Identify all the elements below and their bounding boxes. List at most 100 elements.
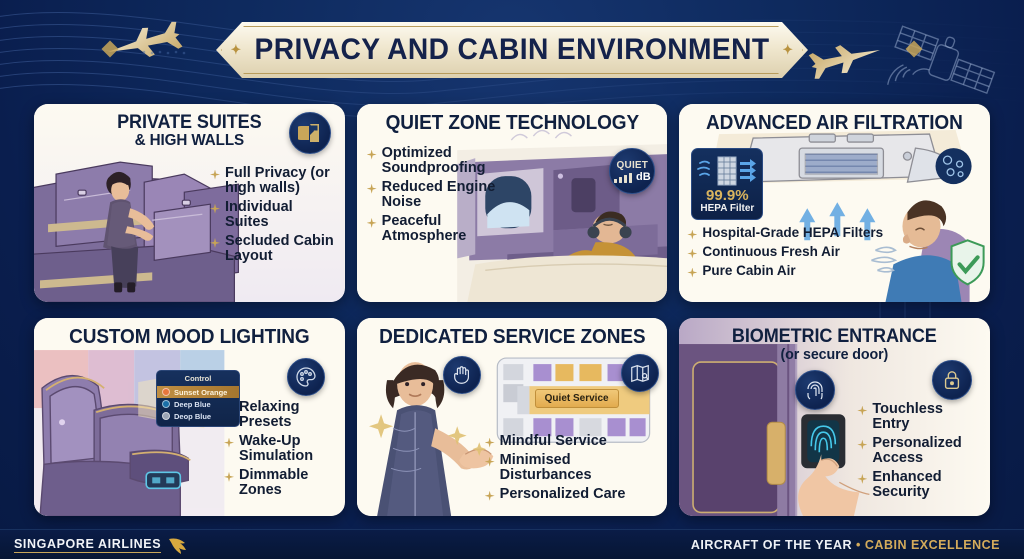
page-title: ✦ PRIVACY AND CABIN ENVIRONMENT ✦: [231, 22, 793, 78]
title-banner: ✦ PRIVACY AND CABIN ENVIRONMENT ✦: [216, 22, 808, 78]
crew-member: [376, 362, 493, 516]
preset-label: Deop Blue: [174, 411, 212, 421]
card-bullet-list: Full Privacy (or high walls) Individual …: [210, 165, 339, 268]
card-title: CUSTOM MOOD LIGHTING: [69, 326, 310, 348]
card-service-zones[interactable]: DEDICATED SERVICE ZONES Quiet Service Mi…: [356, 318, 668, 516]
breeze-icon: [871, 246, 898, 273]
air-filter-icon: [697, 156, 757, 186]
hepa-percent: 99.9%: [706, 187, 749, 204]
list-item: Hospital-Grade HEPA Filters: [687, 225, 920, 241]
award-separator: •: [856, 538, 861, 552]
lock-icon: [931, 360, 972, 400]
color-swatch: [162, 412, 170, 420]
list-item: Wake-Up Simulation: [224, 434, 339, 464]
passenger-figure: [103, 171, 155, 293]
card-title: BIOMETRIC ENTRANCE (or secure door): [687, 327, 982, 363]
card-air-filtration[interactable]: ADVANCED AIR FILTRATION 99.9% HEPA Filte…: [679, 104, 990, 302]
banner-plate: [216, 22, 808, 78]
list-item: Reduced Engine Noise: [367, 180, 499, 210]
preset-option-deep-blue-1[interactable]: Deep Blue: [157, 398, 239, 410]
header: ✦ PRIVACY AND CABIN ENVIRONMENT ✦: [0, 0, 1024, 100]
list-item: Minimised Disturbances: [485, 452, 662, 483]
card-title-line1: BIOMETRIC ENTRANCE: [732, 326, 938, 347]
sparkle-icon: [210, 202, 220, 215]
satellite-icon: [887, 25, 996, 95]
header-diamond-left: [101, 40, 119, 58]
airplane-icon: [808, 45, 880, 79]
list-item: Pure Cabin Air: [687, 263, 920, 279]
cabin-map-icon: [621, 354, 660, 392]
dotted-trail: [142, 50, 186, 55]
list-item: Touchless Entry: [857, 401, 984, 432]
card-title-line2: (or secure door): [780, 346, 889, 364]
banner-inner-border: [221, 26, 803, 74]
card-biometric-entrance[interactable]: BIOMETRIC ENTRANCE (or secure door) Touc…: [679, 318, 990, 516]
list-item: Secluded Cabin Layout: [210, 234, 339, 264]
private-suite-illustration: [34, 104, 345, 302]
biometric-entrance-illustration: [679, 318, 990, 516]
diamond-icon: ✦: [782, 42, 794, 57]
db-unit: dB: [635, 170, 651, 183]
armrest-control: [145, 471, 182, 490]
card-mood-lighting[interactable]: CUSTOM MOOD LIGHTING Control Sunset Oran…: [34, 318, 345, 516]
palette-icon: [286, 358, 325, 396]
sparkle-icon: [210, 236, 220, 249]
sparkle-icon: [857, 438, 867, 451]
singapore-airlines-bird-icon: [169, 538, 187, 554]
award-primary: AIRCRAFT OF THE YEAR: [690, 538, 853, 552]
card-private-suites[interactable]: PRIVATE SUITES & HIGH WALLS Full Privacy…: [34, 104, 345, 302]
card-quiet-zone[interactable]: QUIET ZONE TECHNOLOGY QUIET dB Optimized…: [356, 104, 668, 302]
list-item: Personalized Care: [485, 487, 662, 502]
sparkle-icon: [210, 168, 220, 181]
airflow-arrows: [799, 202, 876, 241]
list-item: Enhanced Security: [857, 470, 984, 500]
feature-card-grid: PRIVATE SUITES & HIGH WALLS Full Privacy…: [34, 104, 990, 516]
award-text: AIRCRAFT OF THE YEAR • CABIN EXCELLENCE: [691, 538, 1000, 552]
sparkle-icon: [687, 266, 697, 279]
fingerprint-scanner: [807, 420, 840, 463]
sparkle-icon: [485, 436, 495, 449]
particle-icon: [935, 148, 972, 185]
shield-check-icon: [950, 239, 985, 286]
sparkle-icon: [367, 216, 377, 229]
sparkle-decor: [368, 414, 486, 456]
list-item: Dimmable Zones: [224, 468, 339, 498]
lighting-control-panel[interactable]: Control Sunset Orange Deep Blue Deop Blu…: [156, 370, 240, 427]
preset-label: Sunset Orange: [174, 387, 228, 397]
color-swatch: [162, 400, 170, 408]
sparkle-icon: [367, 182, 377, 195]
signal-bars-icon: dB: [613, 170, 651, 183]
sparkle-icon: [857, 472, 867, 485]
preset-option-sunset-orange[interactable]: Sunset Orange: [157, 386, 239, 398]
preset-label: Deep Blue: [174, 399, 211, 409]
card-bullet-list: Mindful Service Minimised Disturbances P…: [485, 433, 662, 506]
list-item: Full Privacy (or high walls): [210, 165, 339, 196]
control-panel-header: Control: [184, 374, 212, 383]
list-item: Relaxing Presets: [224, 399, 339, 430]
brand-lockup[interactable]: SINGAPORE AIRLINES: [14, 536, 189, 554]
color-swatch: [162, 388, 170, 396]
list-item: Continuous Fresh Air: [687, 244, 920, 260]
card-bullet-list: Hospital-Grade HEPA Filters Continuous F…: [687, 225, 920, 283]
list-item: Optimized Soundproofing: [367, 145, 499, 176]
suite-divider-icon: [288, 112, 331, 154]
card-title-line1: PRIVATE SUITES: [117, 112, 262, 133]
sparkle-icon: [687, 228, 697, 241]
brand-name: SINGAPORE AIRLINES: [14, 537, 162, 553]
header-diamond-right: [905, 40, 923, 58]
list-item: Personalized Access: [857, 436, 984, 466]
card-title-line2: & HIGH WALLS: [134, 132, 245, 150]
page-title-text: PRIVACY AND CABIN ENVIRONMENT: [254, 33, 770, 66]
footer: SINGAPORE AIRLINES AIRCRAFT OF THE YEAR …: [0, 529, 1024, 559]
sparkle-icon: [687, 247, 697, 260]
seated-passenger: [885, 200, 970, 302]
service-zones-illustration: [356, 318, 668, 516]
air-filtration-illustration: [679, 104, 990, 302]
card-title: ADVANCED AIR FILTRATION: [706, 112, 964, 134]
raised-hand-icon: [442, 356, 481, 394]
sparkle-icon: [485, 455, 495, 468]
sparkle-icon: [857, 404, 867, 417]
preset-option-deep-blue-2[interactable]: Deop Blue: [157, 410, 239, 422]
sparkle-icon: [224, 470, 234, 483]
